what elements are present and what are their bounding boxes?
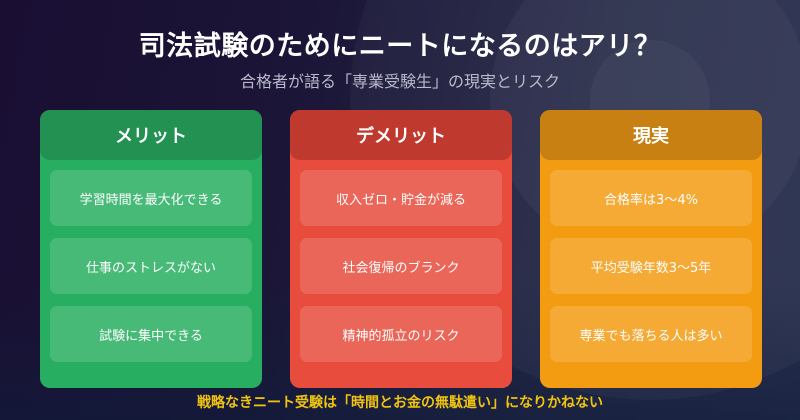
reality-item: 専業でも落ちる人は多い <box>550 306 752 362</box>
merit-card: メリット 学習時間を最大化できる 仕事のストレスがない 試験に集中できる <box>40 110 262 388</box>
page-title: 司法試験のためにニートになるのはアリ？ <box>138 31 662 62</box>
reality-card-header: 現実 <box>540 110 762 160</box>
demerit-item: 社会復帰のブランク <box>300 238 502 294</box>
merit-item: 仕事のストレスがない <box>50 238 252 294</box>
demerit-card: デメリット 収入ゼロ・貯金が減る 社会復帰のブランク 精神的孤立のリスク <box>290 110 512 388</box>
demerit-item: 精神的孤立のリスク <box>300 306 502 362</box>
merit-card-header: メリット <box>40 110 262 160</box>
page-subtitle: 合格者が語る「専業受験生」の現実とリスク <box>239 72 560 91</box>
demerit-item: 収入ゼロ・貯金が減る <box>300 170 502 226</box>
demerit-card-header: デメリット <box>290 110 512 160</box>
merit-item: 学習時間を最大化できる <box>50 170 252 226</box>
reality-card: 現実 合格率は3〜4% 平均受験年数3〜5年 専業でも落ちる人は多い <box>540 110 762 388</box>
reality-item: 平均受験年数3〜5年 <box>550 238 752 294</box>
footer-warning: 戦略なきニート受験は「時間とお金の無駄遣い」になりかねない <box>197 395 603 411</box>
merit-item: 試験に集中できる <box>50 306 252 362</box>
reality-item: 合格率は3〜4% <box>550 170 752 226</box>
